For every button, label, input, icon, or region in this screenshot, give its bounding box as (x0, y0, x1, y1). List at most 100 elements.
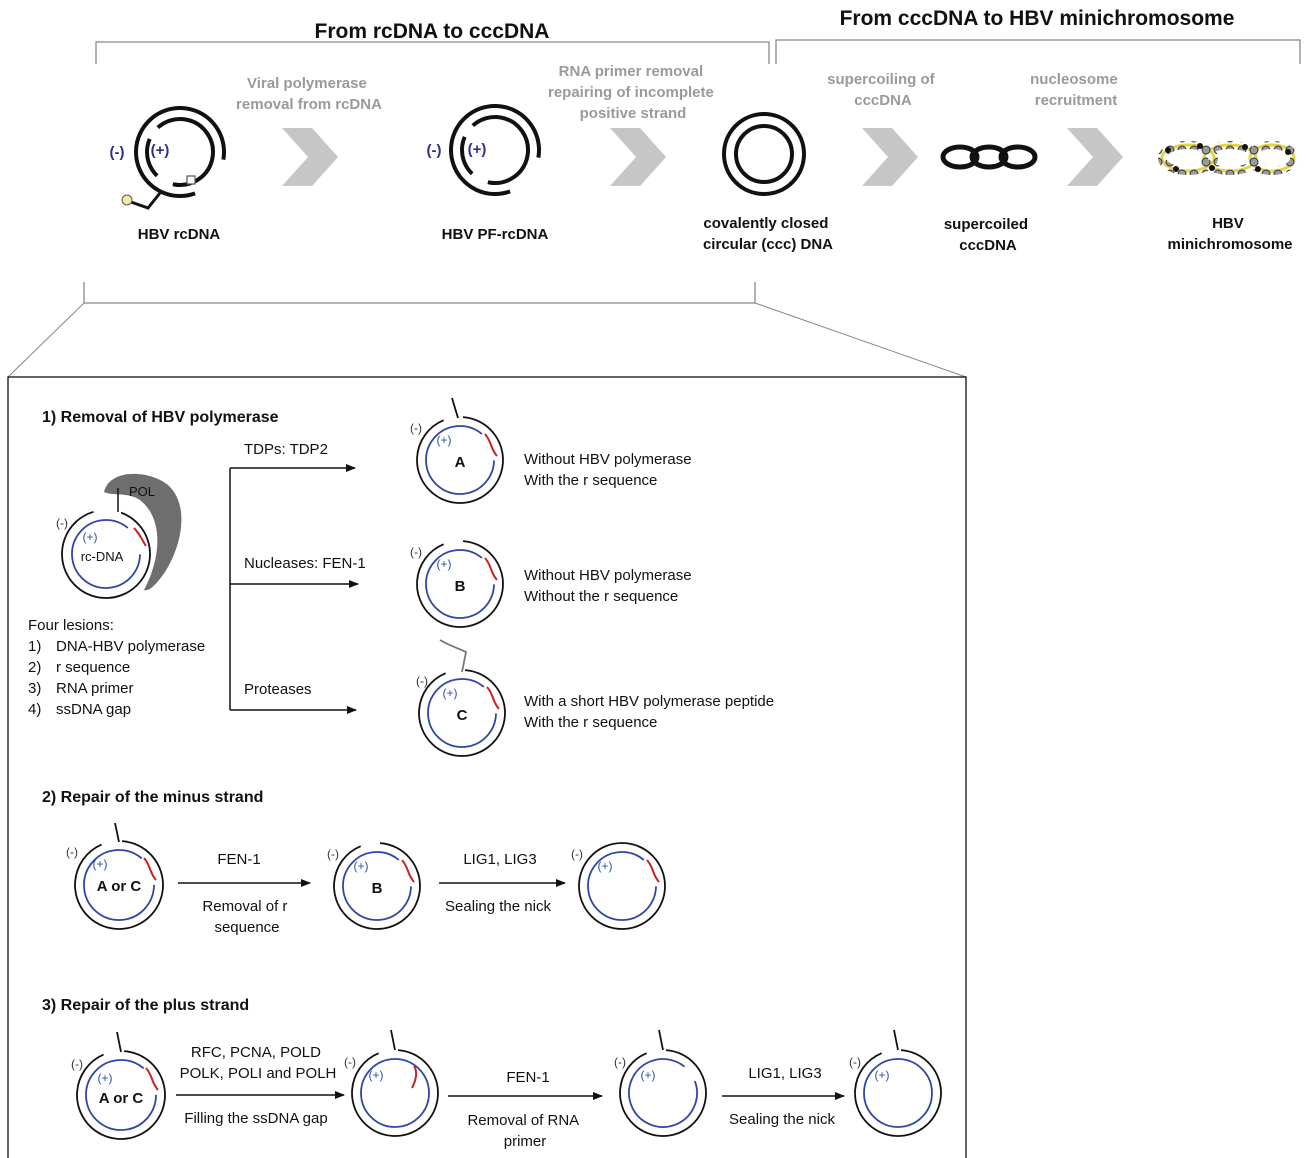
lesion-text: DNA-HBV polymerase (56, 638, 205, 655)
lesion-number: 1) (28, 638, 41, 655)
enzyme-label: LIG1, LIG3 (748, 1065, 821, 1082)
bracket-right (775, 39, 1301, 64)
step-supercoiling: supercoiling of cccDNA (827, 71, 939, 109)
enzyme-label: FEN-1 (506, 1069, 549, 1086)
plus-strand-label: (+) (369, 1068, 384, 1082)
zoom-line-left (7, 302, 85, 378)
plus-strand-label: (+) (437, 433, 452, 447)
step-nucleosome-recruitment: nucleosome recruitment (1030, 71, 1122, 109)
product-b-desc2: Without the r sequence (524, 588, 678, 605)
chevron-arrow-icon (282, 128, 338, 186)
lesion-number: 4) (28, 701, 41, 718)
stage-label-supercoiled: supercoiled cccDNA (944, 216, 1032, 254)
minus-strand-label: (-) (410, 545, 422, 559)
section3-title: 3) Repair of the plus strand (42, 997, 249, 1014)
pf-rcdna-icon: (-) (+) (427, 104, 541, 196)
gap-filled-icon: (-) (+) (344, 1029, 439, 1137)
zoom-line-right (754, 302, 967, 378)
minus-strand-label: (-) (66, 845, 78, 859)
product-letter: A (455, 454, 466, 471)
product-letter: B (455, 578, 466, 595)
enzyme-label: LIG1, LIG3 (463, 851, 536, 868)
product-c-desc2: With the r sequence (524, 714, 657, 731)
lesion-text: r sequence (56, 659, 130, 676)
panel-border (7, 376, 967, 1158)
pol-label: POL (129, 484, 155, 499)
enzyme-fen1: Nucleases: FEN-1 (244, 555, 366, 572)
action-label: Removal of RNA primer (467, 1112, 582, 1150)
plus-strand-label: (+) (83, 530, 98, 544)
plus-strand-label: (+) (98, 1071, 113, 1085)
lesion-number: 3) (28, 680, 41, 697)
bracket-left (95, 41, 770, 64)
stage-label-rcdna: HBV rcDNA (138, 226, 221, 243)
rc-dna-pol-icon: POL rc-DNA (-) (+) (56, 473, 182, 599)
plus-strand-label: (+) (354, 859, 369, 873)
plus-strand-label: (+) (875, 1068, 890, 1082)
start-a-or-c-icon: A or C (-) (+) (66, 822, 164, 930)
enzyme-proteases: Proteases (244, 681, 312, 698)
stage-label-pf-rcdna: HBV PF-rcDNA (442, 226, 549, 243)
lesion-text: ssDNA gap (56, 701, 131, 718)
product-c-icon: C (-) (+) (416, 639, 506, 757)
top-overview: From rcDNA to cccDNA From cccDNA to HBV … (7, 7, 1301, 378)
minichromosome-icon (1158, 141, 1298, 175)
section-plus-strand-repair: 3) Repair of the plus strand A or C (-) … (42, 997, 942, 1150)
minus-strand-label: (-) (410, 421, 422, 435)
start-label: A or C (97, 878, 142, 895)
product-letter: C (457, 707, 468, 724)
plus-strand-label: (+) (437, 557, 452, 571)
bracket-bottom (83, 282, 756, 304)
repaired-plus-strand-icon: (-) (+) (849, 1029, 942, 1137)
product-a-desc2: With the r sequence (524, 472, 657, 489)
lesion-number: 2) (28, 659, 41, 676)
intermediate-label: B (372, 880, 383, 897)
action-label: Sealing the nick (445, 898, 551, 915)
title-rcdna-to-cccdna: From rcDNA to cccDNA (315, 20, 550, 43)
enzyme-label: FEN-1 (217, 851, 260, 868)
plus-strand-label: (+) (641, 1068, 656, 1082)
lesions-title: Four lesions: (28, 617, 114, 634)
enzyme-label: RFC, PCNA, POLD POLK, POLI and POLH (180, 1044, 337, 1082)
product-a-icon: A (-) (+) (410, 397, 504, 504)
action-label: Filling the ssDNA gap (184, 1110, 327, 1127)
step-rna-primer-removal: RNA primer removal repairing of incomple… (548, 63, 718, 122)
action-label: Sealing the nick (729, 1111, 835, 1128)
chevron-arrow-icon (862, 128, 918, 186)
start-a-or-c-icon: A or C (-) (+) (71, 1031, 166, 1140)
chevron-arrow-icon (1067, 128, 1123, 186)
minus-strand-label: (-) (344, 1055, 356, 1069)
cccdna-icon (722, 112, 806, 196)
intermediate-b-icon: B (-) (+) (327, 842, 421, 930)
detail-panel: 1) Removal of HBV polymerase POL rc-DNA … (7, 376, 967, 1158)
minus-strand-label: (-) (427, 142, 442, 159)
chevron-arrow-icon (610, 128, 666, 186)
plus-strand-label: (+) (598, 859, 613, 873)
stage-label-cccdna: covalently closed circular (ccc) DNA (703, 215, 833, 253)
plus-strand-label: (+) (93, 857, 108, 871)
product-b-desc1: Without HBV polymerase (524, 567, 692, 584)
title-cccdna-to-minichromosome: From cccDNA to HBV minichromosome (840, 7, 1235, 30)
primer-removed-icon: (-) (+) (614, 1029, 707, 1137)
product-a-desc1: Without HBV polymerase (524, 451, 692, 468)
action-label: Removal of r sequence (202, 898, 291, 936)
section1-title: 1) Removal of HBV polymerase (42, 409, 279, 426)
step-polymerase-removal: Viral polymerase removal from rcDNA (236, 75, 382, 113)
plus-strand-label: (+) (443, 686, 458, 700)
repaired-minus-strand-icon: (-) (+) (571, 842, 666, 930)
section-polymerase-removal: 1) Removal of HBV polymerase POL rc-DNA … (28, 397, 774, 757)
product-c-desc1: With a short HBV polymerase peptide (524, 693, 774, 710)
minus-strand-label: (-) (71, 1057, 83, 1071)
lesion-text: RNA primer (56, 680, 134, 697)
minus-strand-label: (-) (327, 847, 339, 861)
rcdna-icon: (-) (+) (110, 106, 226, 210)
supercoiled-cccdna-icon (940, 144, 1038, 170)
section-minus-strand-repair: 2) Repair of the minus strand A or C (-)… (42, 789, 666, 936)
minus-strand-label: (-) (110, 144, 125, 161)
enzyme-tdp2: TDPs: TDP2 (244, 441, 328, 458)
section2-title: 2) Repair of the minus strand (42, 789, 263, 806)
minus-strand-label: (-) (571, 847, 583, 861)
minus-strand-label: (-) (849, 1055, 861, 1069)
rc-dna-label: rc-DNA (81, 549, 124, 564)
